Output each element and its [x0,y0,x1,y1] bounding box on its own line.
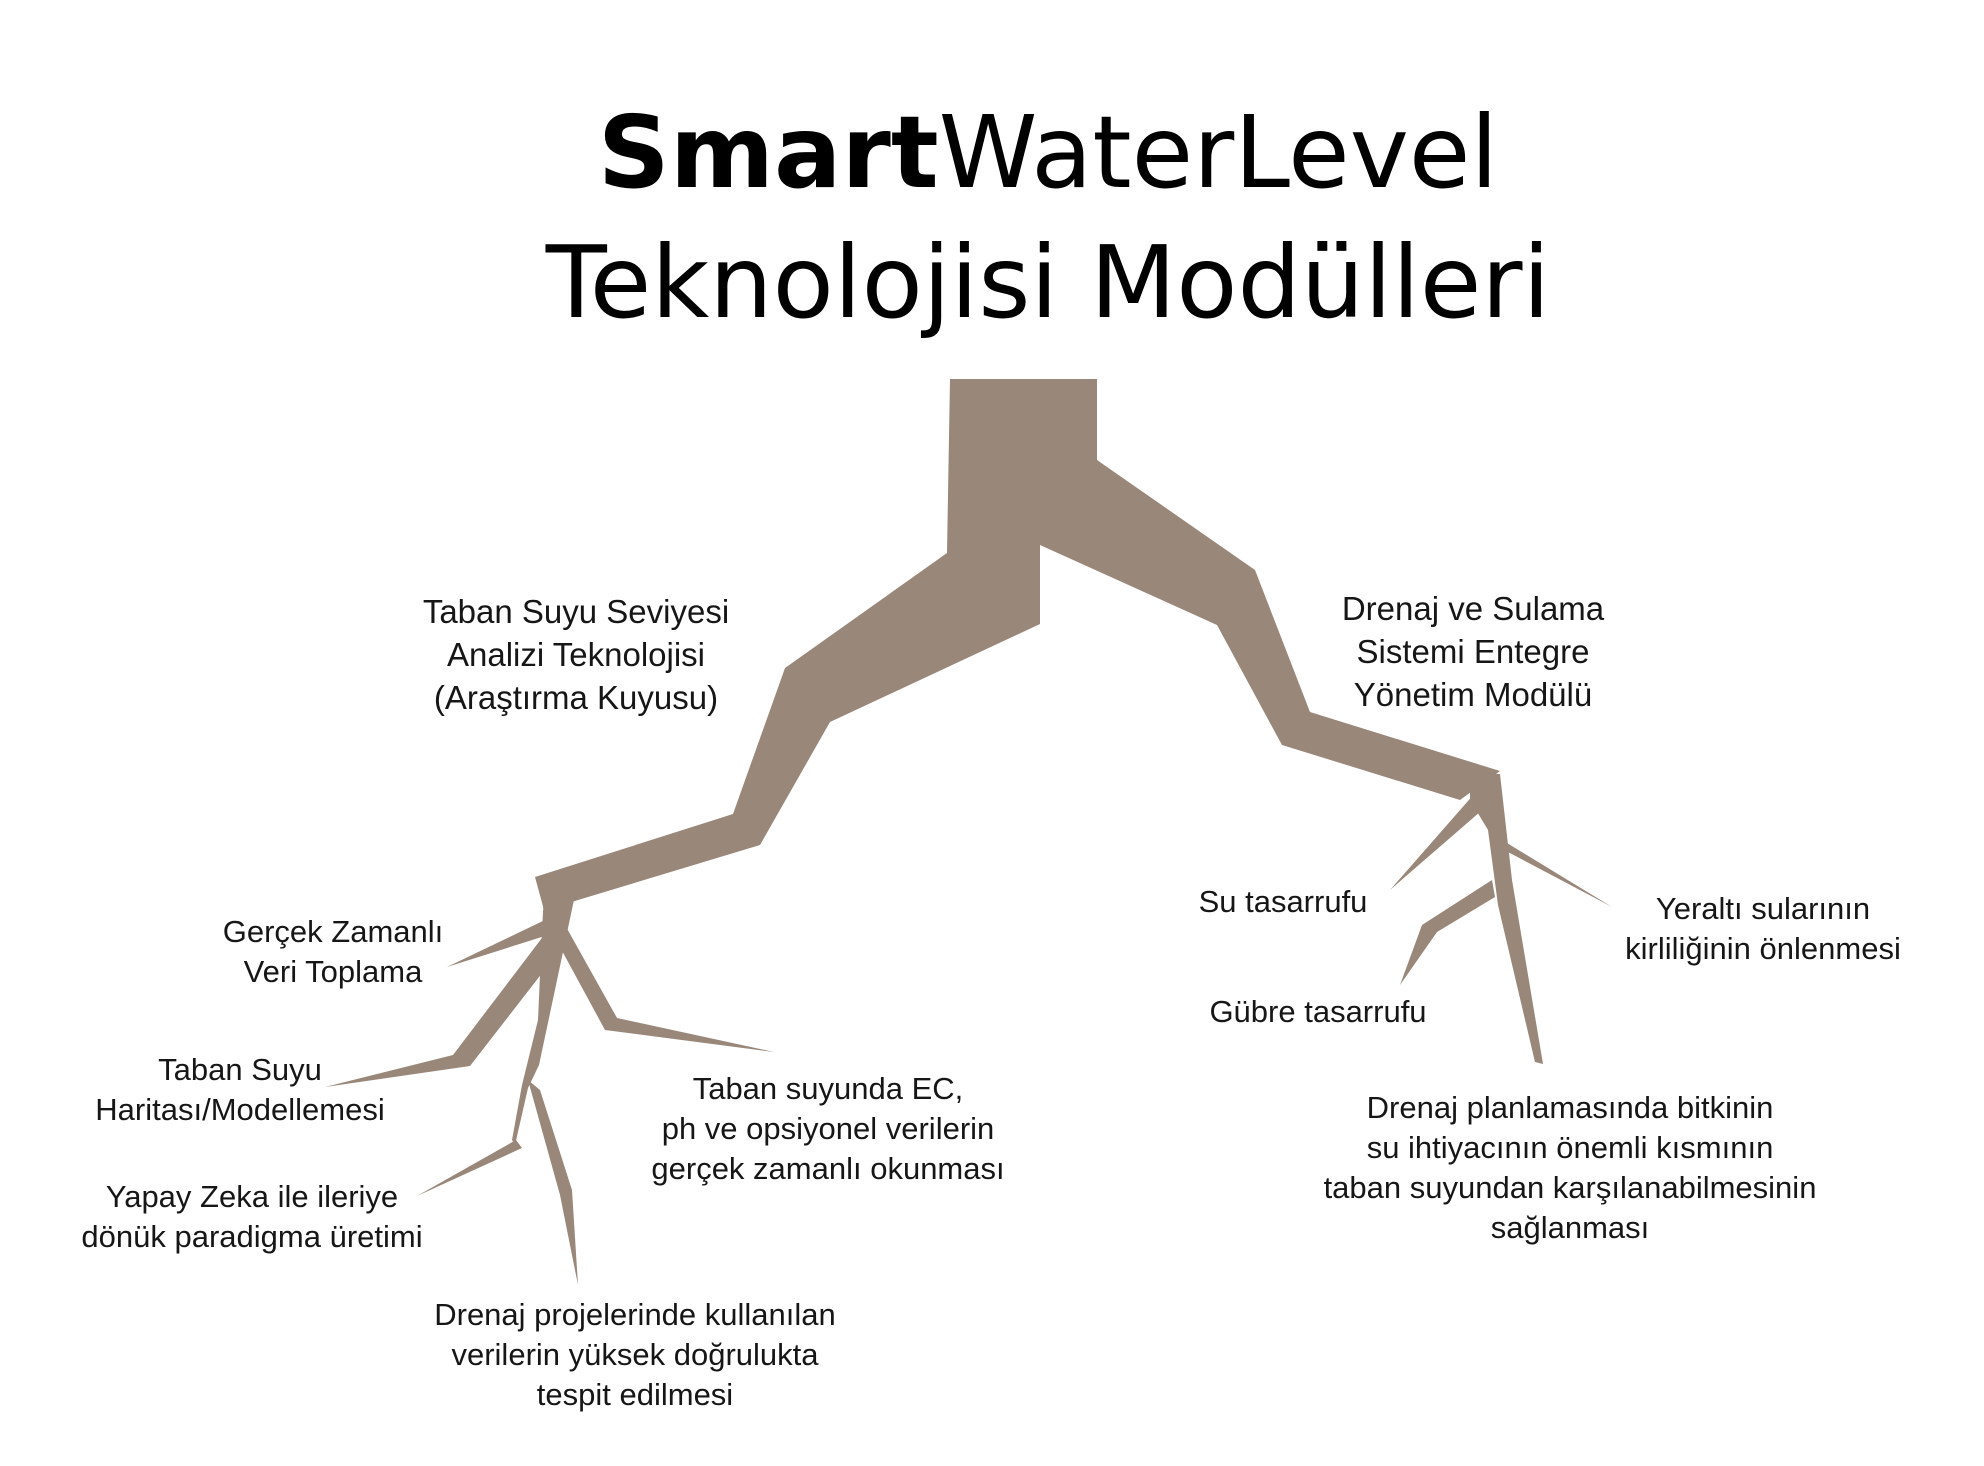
label-line: Analizi Teknolojisi [446,636,706,673]
label-line: kirliliğinin önlenmesi [1625,931,1901,966]
label-line: tespit edilmesi [536,1377,734,1412]
label-line: Taban Suyu Seviyesi [422,593,730,630]
label-line: Sistemi Entegre [1356,633,1590,670]
label-line: ph ve opsiyonel verilerin [661,1111,995,1146]
label-line: Taban Suyu [158,1052,322,1087]
label-line: gerçek zamanlı okunması [651,1151,1005,1186]
label-realtime-data: Gerçek Zamanlı Veri Toplama [223,912,444,992]
label-line: verilerin yüksek doğrulukta [451,1337,819,1372]
label-line: Yönetim Modülü [1353,676,1593,713]
tree-shapes [325,379,1612,1285]
label-ai-paradigm: Yapay Zeka ile ileriye dönük paradigma ü… [81,1177,422,1257]
page-title: SmartWaterLevel [56,98,1984,208]
title-bold-part: Smart [597,94,939,211]
label-line: dönük paradigma üretimi [81,1219,423,1254]
label-line: sağlanması [1490,1210,1650,1245]
label-line: Drenaj projelerinde kullanılan [434,1297,836,1332]
twig-ec [548,925,774,1052]
title-regular-part: WaterLevel [938,94,1499,211]
label-line: su ihtiyacının önemli kısmının [1366,1130,1774,1165]
label-groundwater-pollution: Yeraltı sularının kirliliğinin önlenmesi [1625,889,1901,969]
trunk-left-branch [535,379,1097,910]
label-line: Yapay Zeka ile ileriye [105,1179,399,1214]
label-drainage-planning: Drenaj planlamasında bitkinin su ihtiyac… [1324,1088,1817,1248]
label-line: Veri Toplama [243,954,423,989]
twig-groundwater [1502,840,1612,907]
label-drainage-projects: Drenaj projelerinde kullanılan verilerin… [434,1295,836,1415]
label-groundwater-mapping: Taban Suyu Haritası/Modellemesi [95,1050,384,1130]
label-line: Yeraltı sularının [1655,891,1871,926]
label-line: Gerçek Zamanlı [222,914,444,949]
twig-drainage-projects [528,1080,578,1285]
label-water-saving: Su tasarrufu [1199,882,1368,922]
page-subtitle: Teknolojisi Modülleri [545,224,1551,341]
label-line: taban suyundan karşılanabilmesinin [1323,1170,1817,1205]
label-line: Su tasarrufu [1198,884,1368,919]
twig-ai [417,1140,522,1196]
trunk-right-branch [1040,460,1500,800]
label-ec-ph-reading: Taban suyunda EC, ph ve opsiyonel verile… [651,1069,1004,1189]
label-line: (Araştırma Kuyusu) [433,679,719,716]
twig-fertilizer [1400,880,1495,985]
label-drainage-irrigation-module: Drenaj ve Sulama Sistemi Entegre Yönetim… [1342,587,1604,716]
label-line: Drenaj planlamasında bitkinin [1366,1090,1774,1125]
label-fertilizer-saving: Gübre tasarrufu [1209,992,1426,1032]
twig-mapping [325,930,560,1087]
twig-water-saving [1390,793,1488,890]
label-line: Gübre tasarrufu [1209,994,1427,1029]
label-line: Taban suyunda EC, [692,1071,964,1106]
right-subtrunk [1470,772,1543,1064]
label-line: Drenaj ve Sulama [1341,590,1605,627]
label-line: Haritası/Modellemesi [95,1092,385,1127]
twig-realtime [447,920,548,967]
label-groundwater-level-analysis: Taban Suyu Seviyesi Analizi Teknolojisi … [423,590,729,719]
